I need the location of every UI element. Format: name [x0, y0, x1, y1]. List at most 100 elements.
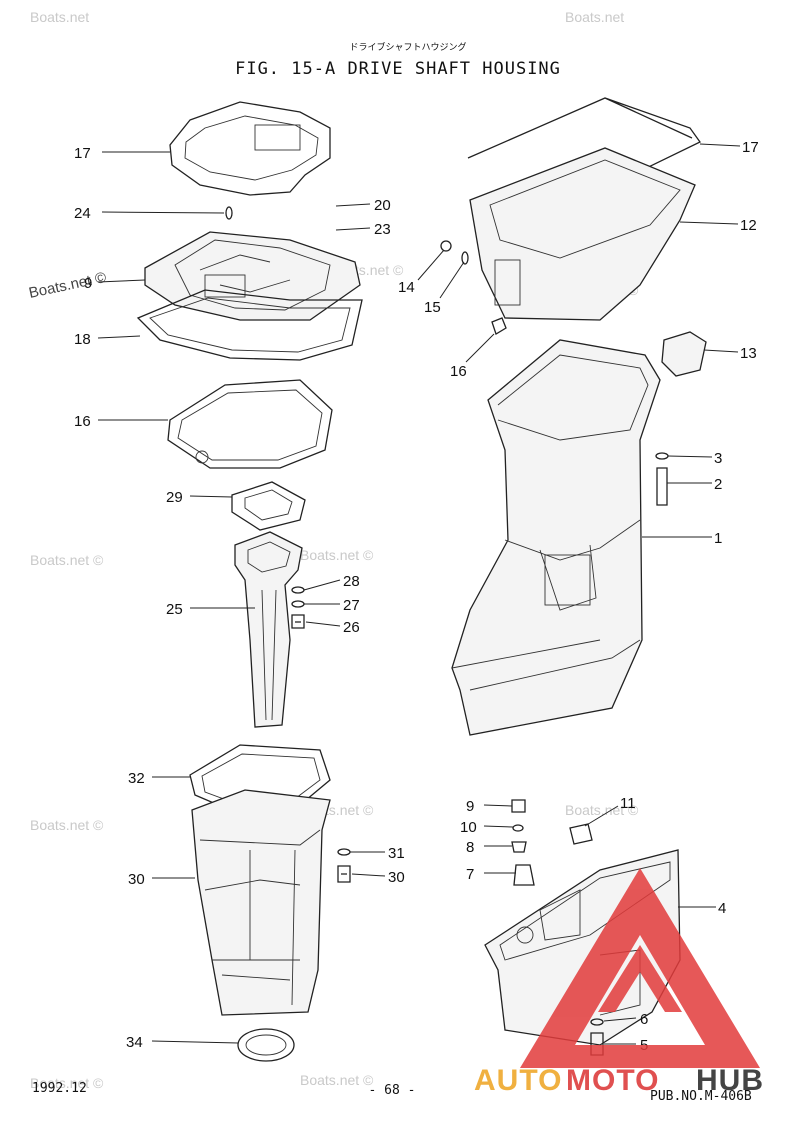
part-18-gasket: [167, 379, 333, 469]
leader-lines: [97, 143, 741, 1045]
part-2-bolt: [656, 467, 668, 506]
callout-7: 7: [466, 866, 474, 883]
footer-page: - 68 -: [369, 1083, 416, 1098]
part-16-nut: [491, 317, 507, 335]
automotohub-wordmark: AUTO MOTO HUB: [474, 1064, 764, 1097]
callout-15: 15: [424, 299, 441, 316]
part-7-grommet: [513, 864, 535, 886]
part-25-pipe-line: [261, 589, 277, 721]
callout-23: 23: [374, 221, 391, 238]
watermark: Boats.net ©: [30, 1075, 104, 1091]
part-10-washer: [512, 824, 524, 832]
part-1-drive-shaft-housing: [451, 339, 661, 736]
part-1-housing-window: [544, 554, 591, 606]
watermark: Boats.net ©: [27, 269, 107, 302]
part-1-housing-detail: [451, 354, 649, 691]
callout-25: 25: [166, 601, 183, 618]
callout-4: 4: [718, 900, 726, 917]
part-30-muffler: [191, 789, 331, 1016]
part-20-gasket: [169, 101, 331, 196]
part-34-seal-inner: [245, 1034, 287, 1056]
part-18-hole: [195, 450, 209, 464]
part-27-washer: [291, 600, 305, 608]
part-25-pipe-flange: [247, 541, 291, 573]
part-3-washer: [655, 452, 669, 460]
callout-21: 18: [74, 331, 91, 348]
part-29-gasket-inner: [244, 489, 293, 521]
callout-32: 31: [388, 845, 405, 862]
part-12-bracket: [494, 259, 521, 306]
brand-hub: HUB: [696, 1064, 764, 1097]
callout-11: 11: [620, 795, 636, 812]
callout-18: 16: [74, 413, 91, 430]
brand-auto: AUTO: [474, 1064, 562, 1097]
callout-33: 32: [128, 770, 145, 787]
footer-date: 1992.12: [32, 1081, 87, 1096]
part-14-screw: [440, 240, 452, 252]
part-33-gasket: [189, 744, 331, 811]
part-34-seal: [237, 1028, 295, 1062]
part-13-mount: [661, 331, 707, 377]
part-9-mount-plate: [144, 231, 361, 321]
callout-29: 29: [166, 489, 183, 506]
callout-2: 2: [714, 476, 722, 493]
callout-26: 26: [343, 619, 360, 636]
part-24-pin: [225, 206, 233, 220]
callout-24: 24: [74, 205, 91, 222]
part-12-cowl-inner: [489, 159, 681, 259]
callout-20: 17: [74, 145, 91, 162]
figure-subtitle-jp: ドライブシャフトハウジング: [349, 41, 466, 53]
watermark: Boats.net ©: [300, 547, 374, 563]
callout-9-left: 9: [84, 275, 92, 292]
part-32-washer: [337, 848, 351, 856]
footer-pub: PUB.NO.M-406B: [650, 1089, 752, 1104]
callout-27: 27: [343, 597, 360, 614]
brand-moto: MOTO: [566, 1064, 659, 1097]
callout-12: 12: [740, 217, 757, 234]
part-8-pin: [511, 841, 527, 853]
figure-title: FIG. 15-A DRIVE SHAFT HOUSING: [235, 59, 561, 79]
logo-triangle-icon: [520, 868, 760, 1068]
callout-3: 3: [714, 450, 722, 467]
part-6-washer: [590, 1018, 604, 1026]
watermark: Boats.net ©: [565, 802, 639, 818]
part-31-bolt: [337, 865, 351, 883]
callout-6: 6: [640, 1011, 648, 1028]
callout-28: 28: [343, 573, 360, 590]
part-12-bottom-cowl: [469, 147, 696, 321]
part-20-gasket-inner: [184, 115, 319, 181]
callout-22: 20: [374, 197, 391, 214]
part-11-plug: [569, 823, 593, 845]
part-4-bore: [516, 926, 534, 944]
watermark: Boats.net ©: [300, 1072, 374, 1088]
part-28-washer: [291, 586, 305, 594]
part-9-box: [204, 274, 246, 298]
callout-1: 1: [714, 530, 722, 547]
callout-34: 34: [126, 1034, 143, 1051]
callout-16: 16: [450, 363, 467, 380]
watermark: Boats.net ©: [30, 552, 104, 568]
part-26-bolt: [291, 614, 305, 629]
callout-13: 13: [740, 345, 757, 362]
callout-14: 14: [398, 279, 415, 296]
callout-17: 17: [742, 139, 759, 156]
watermark: Boats.net: [565, 9, 624, 25]
part-25-exhaust-pipe: [234, 531, 303, 728]
callout-8: 8: [466, 839, 474, 856]
part-18-gasket-inner: [177, 389, 323, 461]
part-21-gasket: [136, 289, 363, 361]
callout-9-right: 9: [466, 798, 474, 815]
watermark: Boats.net ©: [30, 817, 104, 833]
callout-10: 10: [460, 819, 477, 836]
watermark: Boats.net: [30, 9, 89, 25]
part-30-muffler-detail: [199, 829, 321, 1006]
callout-31: 30: [388, 869, 405, 886]
automotohub-logo: [520, 868, 760, 1068]
callout-30: 30: [128, 871, 145, 888]
logo-chevron-icon: [598, 945, 682, 1012]
part-21-gasket-inner: [149, 297, 351, 353]
part-33-gasket-inner: [201, 753, 321, 803]
part-20-window: [254, 124, 301, 151]
callout-numbers: 17 24 9 18 16 29 25 28 27 26 32 30 31 30…: [74, 139, 759, 1054]
